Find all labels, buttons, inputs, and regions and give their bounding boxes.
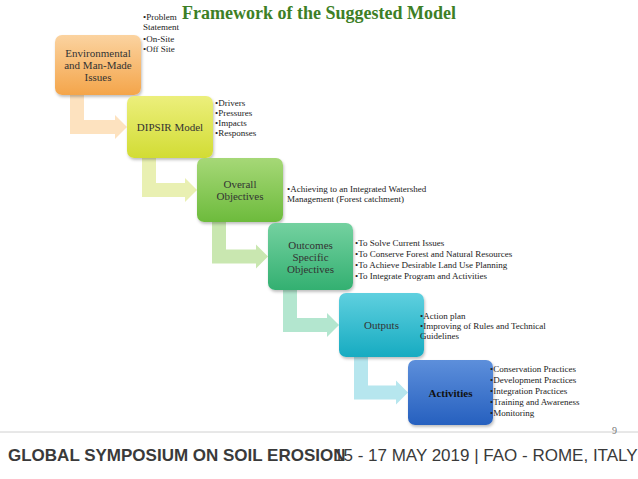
box-text: Outcomes bbox=[288, 239, 333, 251]
bullet-text: •Responses bbox=[215, 128, 295, 138]
bullet-text: •Training and Awareness bbox=[490, 397, 630, 407]
bullet-text: •Monitoring bbox=[490, 408, 630, 418]
bullet-text: •Pressures bbox=[215, 108, 295, 118]
flow-arrow bbox=[361, 357, 408, 405]
footer-band bbox=[0, 432, 638, 479]
process-box: Outputs bbox=[339, 293, 424, 357]
arrow-shaft bbox=[361, 357, 396, 393]
footer-rule bbox=[0, 432, 638, 433]
bullet-text: •Integration Practices bbox=[490, 386, 630, 396]
arrow-head bbox=[396, 381, 408, 405]
flow-arrow bbox=[77, 95, 127, 139]
arrow-shaft bbox=[219, 222, 256, 257]
bullet-text: •Off Site bbox=[143, 44, 203, 54]
bullet-text: •Conservation Practices bbox=[490, 364, 630, 374]
bullet-text: •To Integrate Program and Activities bbox=[355, 271, 575, 281]
bullet-text: •To Conserve Forest and Natural Resource… bbox=[355, 249, 575, 259]
bullet-text: •Achieving to an Integrated Watershed Ma… bbox=[287, 184, 467, 204]
process-box: OutcomesSpecific Objectives bbox=[268, 223, 353, 290]
bullet-text: •Development Practices bbox=[490, 375, 630, 385]
bullet-text: •Problem Statement bbox=[143, 12, 203, 32]
process-box: Environmental and Man-Made Issues bbox=[55, 35, 141, 95]
slide-title: Framework of the Suggested Model bbox=[0, 3, 638, 24]
slide-number: 9 bbox=[612, 424, 626, 437]
arrow-head bbox=[185, 178, 197, 202]
bullet-text: •To Solve Current Issues bbox=[355, 238, 575, 248]
process-box: DIPSIR Model bbox=[127, 96, 213, 158]
box-text: Activities bbox=[429, 387, 473, 399]
box-text: Environmental and Man-Made Issues bbox=[58, 47, 138, 83]
flow-arrow bbox=[149, 158, 197, 202]
bullet-text: •Action plan bbox=[420, 311, 570, 321]
arrow-shaft bbox=[77, 95, 115, 127]
arrow-shaft bbox=[290, 290, 327, 325]
arrow-shaft bbox=[149, 158, 185, 190]
footer-text: 15 - 17 MAY 2019 | FAO - ROME, ITALY bbox=[334, 446, 634, 466]
process-box: Activities bbox=[408, 360, 493, 425]
process-box: Overall Objectives bbox=[197, 158, 283, 222]
bullet-text: •Improving of Rules and Technical Guidel… bbox=[420, 321, 570, 341]
box-text: Outputs bbox=[364, 319, 399, 331]
arrow-head bbox=[327, 313, 339, 337]
bullet-text: •Impacts bbox=[215, 118, 295, 128]
box-text: DIPSIR Model bbox=[137, 121, 203, 133]
flow-arrow bbox=[290, 290, 339, 337]
bullet-text: •On-Site bbox=[143, 34, 203, 44]
box-text: Specific Objectives bbox=[271, 251, 350, 275]
footer-text: GLOBAL SYMPOSIUM ON SOIL EROSION bbox=[8, 446, 338, 466]
bullet-text: •Drivers bbox=[215, 98, 295, 108]
arrow-head bbox=[256, 245, 268, 269]
flow-arrow bbox=[219, 222, 268, 269]
bullet-text: •To Achieve Desirable Land Use Planning bbox=[355, 260, 575, 270]
box-text: Overall Objectives bbox=[200, 178, 280, 202]
arrow-head bbox=[115, 115, 127, 139]
